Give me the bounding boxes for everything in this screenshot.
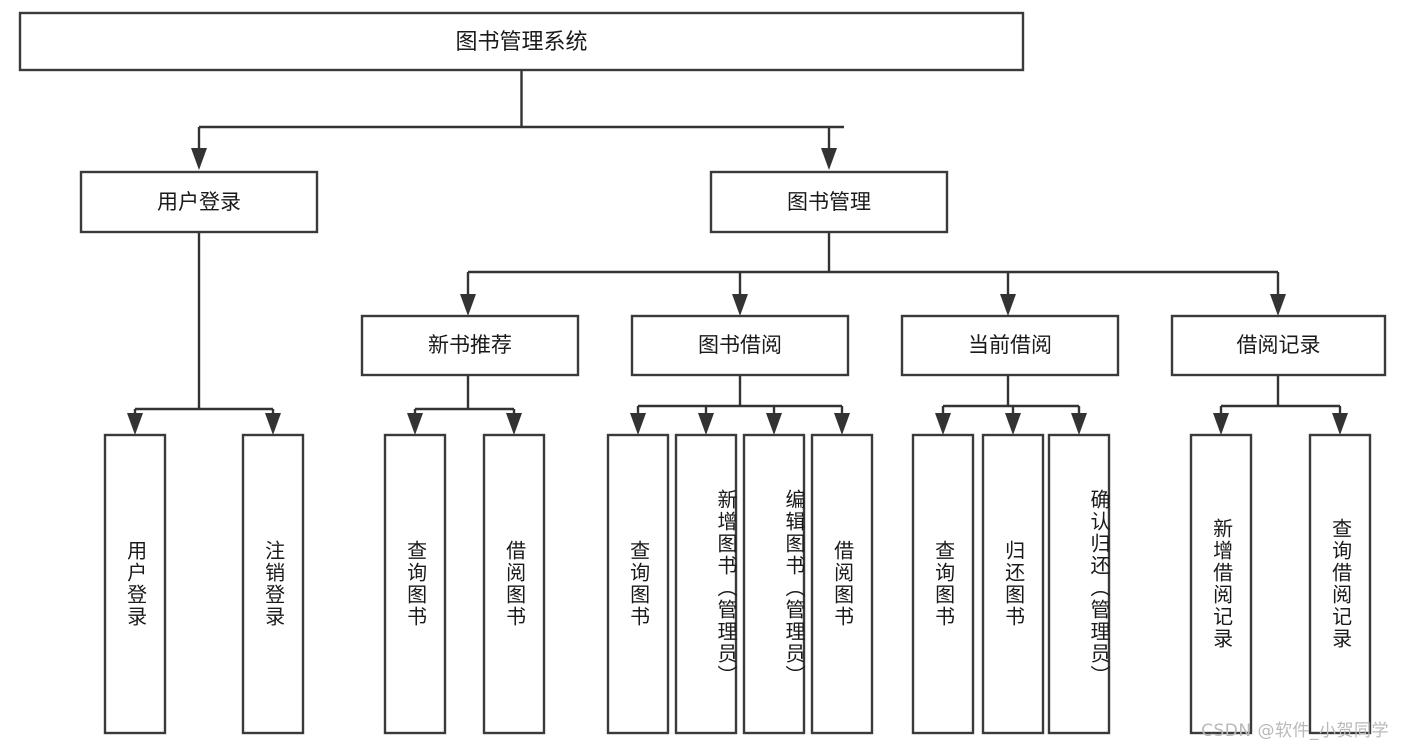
csdn-watermark: CSDN @软件_小贺同学 — [1201, 721, 1389, 741]
connector-group-user-login — [127, 232, 281, 435]
connector-group-book-manage — [460, 232, 1286, 316]
leaf-query-book-borrow-box[interactable] — [606, 433, 670, 735]
node-new-book-rec-box[interactable] — [360, 314, 580, 377]
node-user-login-box[interactable] — [79, 170, 319, 234]
connector-group-current-borrow — [935, 375, 1087, 435]
leaf-query-record-box[interactable] — [1308, 433, 1372, 735]
arrow-head-leaf-return-book — [1005, 413, 1021, 435]
arrow-head-leaf-add-record — [1213, 413, 1229, 435]
arrow-head-new-book-rec — [460, 294, 476, 316]
leaf-edit-book-box[interactable] — [742, 433, 806, 735]
arrow-head-current-borrow — [1000, 294, 1016, 316]
node-borrow-record-box[interactable] — [1170, 314, 1387, 377]
node-current-borrow-label: 当前借阅 — [968, 333, 1052, 357]
arrow-head-book-manage — [821, 148, 837, 170]
leaf-add-record-box[interactable] — [1189, 433, 1253, 735]
node-book-borrow[interactable]: 图书借阅 — [630, 314, 850, 377]
node-user-login-label: 用户登录 — [157, 190, 241, 214]
arrow-head-leaf-query-book-rec — [407, 413, 423, 435]
leaf-borrow-book-box[interactable] — [810, 433, 874, 735]
node-root-box[interactable] — [18, 11, 1025, 72]
node-user-login[interactable]: 用户登录 — [79, 170, 319, 234]
arrow-head-leaf-query-book-cur — [935, 413, 951, 435]
arrow-head-leaf-confirm-return — [1071, 413, 1087, 435]
connector-group-book-borrow — [630, 375, 850, 435]
arrow-head-leaf-user-logout — [265, 413, 281, 435]
arrow-head-book-borrow — [732, 294, 748, 316]
arrow-head-leaf-edit-book — [766, 413, 782, 435]
leaf-user-logout-box[interactable] — [241, 433, 305, 735]
leaf-confirm-return-box[interactable] — [1047, 433, 1111, 735]
node-root-label: 图书管理系统 — [455, 30, 587, 55]
node-current-borrow-box[interactable] — [900, 314, 1120, 377]
leaf-borrow-book-rec-box[interactable] — [482, 433, 546, 735]
arrow-head-leaf-add-book — [698, 413, 714, 435]
node-book-manage[interactable]: 图书管理 — [709, 170, 949, 234]
node-borrow-record-label: 借阅记录 — [1237, 333, 1321, 357]
arrow-head-leaf-query-record — [1332, 413, 1348, 435]
node-borrow-record[interactable]: 借阅记录 — [1170, 314, 1387, 377]
node-book-borrow-box[interactable] — [630, 314, 850, 377]
arrow-head-user-login — [191, 148, 207, 170]
node-current-borrow[interactable]: 当前借阅 — [900, 314, 1120, 377]
node-root[interactable]: 图书管理系统 — [18, 11, 1025, 72]
arrow-head-leaf-user-login — [127, 413, 143, 435]
connector-group-new-book-rec — [407, 375, 522, 435]
node-new-book-rec[interactable]: 新书推荐 — [360, 314, 580, 377]
arrow-head-leaf-borrow-book-rec — [506, 413, 522, 435]
arrow-head-leaf-query-book-borrow — [630, 413, 646, 435]
node-book-manage-label: 图书管理 — [787, 190, 871, 214]
node-book-borrow-label: 图书借阅 — [698, 333, 782, 357]
leaf-query-book-cur-box[interactable] — [911, 433, 975, 735]
connector-group-borrow-record — [1213, 375, 1348, 435]
leaf-query-book-rec-box[interactable] — [383, 433, 447, 735]
arrow-head-borrow-record — [1270, 294, 1286, 316]
leaf-return-book-box[interactable] — [981, 433, 1045, 735]
connector-group-root — [191, 70, 844, 170]
arrow-head-leaf-borrow-book — [834, 413, 850, 435]
leaf-boxes — [103, 433, 1372, 735]
node-new-book-rec-label: 新书推荐 — [428, 333, 512, 357]
leaf-add-book-box[interactable] — [674, 433, 738, 735]
leaf-user-login-box[interactable] — [103, 433, 167, 735]
node-book-manage-box[interactable] — [709, 170, 949, 234]
